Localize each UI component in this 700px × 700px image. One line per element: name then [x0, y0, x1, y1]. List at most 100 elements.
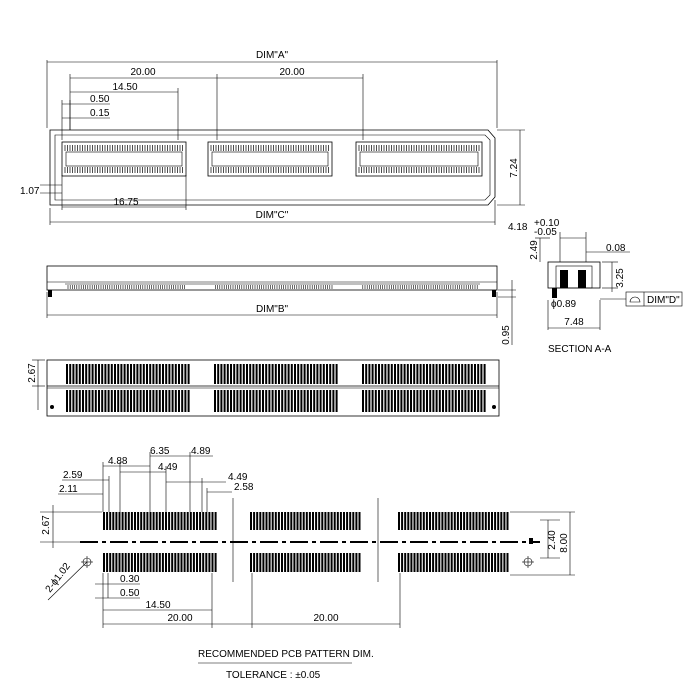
pcb-pad	[127, 553, 130, 572]
bottom-pin	[82, 364, 84, 384]
profile-surface-icon	[629, 296, 641, 303]
pcb-pad	[115, 553, 118, 572]
pcb-pad	[287, 553, 290, 572]
pcb-pad	[277, 512, 280, 530]
bottom-pin	[387, 390, 390, 412]
pcb-pad	[481, 553, 484, 572]
bottom-pin	[467, 390, 470, 412]
dim-7-24: 7.24	[509, 158, 520, 178]
bottom-pin	[246, 364, 248, 384]
bottom-pin	[306, 364, 309, 384]
pcb-pad	[429, 553, 431, 572]
pcb-pad	[281, 553, 283, 572]
pcb-pad	[453, 512, 456, 530]
section-contact-left	[560, 270, 568, 288]
bottom-pin	[117, 390, 120, 412]
pcb-pad	[472, 512, 475, 530]
pcb-dim-20-left: 20.00	[167, 613, 192, 624]
pcb-pad	[410, 553, 413, 572]
pcb-pad	[339, 553, 342, 572]
pcb-pad	[284, 553, 287, 572]
bottom-pin	[426, 364, 428, 384]
pcb-pad	[296, 553, 299, 572]
bottom-pin	[335, 364, 338, 384]
pcb-pad	[180, 512, 183, 530]
pcb-pad	[302, 512, 305, 530]
pcb-pad	[469, 553, 472, 572]
bottom-pin	[268, 390, 271, 412]
bottom-pin	[410, 364, 412, 384]
bottom-pin	[91, 390, 94, 412]
pcb-pad	[346, 553, 349, 572]
side-peg-left	[48, 290, 52, 297]
bottom-pin	[133, 364, 136, 384]
pcb-pad	[149, 512, 152, 530]
pcb-pad	[124, 512, 127, 530]
pcb-pad	[274, 512, 277, 530]
pcb-pad	[211, 512, 214, 530]
bottom-pin	[142, 364, 145, 384]
bottom-pin	[310, 390, 312, 412]
bottom-pin	[442, 390, 444, 412]
pcb-pad	[202, 512, 205, 530]
bottom-pin	[252, 364, 255, 384]
pcb-pad	[497, 553, 500, 572]
bottom-pin	[178, 390, 180, 412]
bottom-pin	[168, 390, 171, 412]
pcb-pad	[112, 512, 115, 530]
bottom-pin	[429, 390, 432, 412]
pcb-pad	[146, 553, 149, 572]
pcb-pad	[497, 512, 500, 530]
bottom-mark-right	[492, 405, 496, 409]
bottom-pin	[306, 390, 309, 412]
pcb-pad	[401, 512, 404, 530]
bottom-view: 2.67	[27, 359, 500, 417]
bottom-pin	[290, 390, 293, 412]
pcb-pad	[205, 553, 208, 572]
section-title: SECTION A-A	[548, 344, 612, 355]
bottom-pin	[271, 364, 274, 384]
pcb-dim-4-88: 4.88	[108, 456, 128, 467]
bottom-pin	[303, 390, 306, 412]
pcb-pad	[352, 512, 355, 530]
pcb-pad	[161, 553, 164, 572]
pcb-dim-4-89: 4.89	[191, 446, 211, 457]
pcb-pad	[174, 512, 177, 530]
pcb-pad	[118, 553, 121, 572]
section-tol-plus: +0.10	[534, 218, 560, 229]
bottom-pin	[435, 390, 438, 412]
section-a-a: 4.18 +0.10 -0.05 0.08 2.49 3.25 ϕ0.89 7.…	[508, 218, 683, 355]
pcb-pad	[503, 512, 506, 530]
bottom-pin	[332, 364, 335, 384]
pcb-pad	[491, 553, 493, 572]
pcb-pad	[177, 512, 180, 530]
bottom-mark-left	[50, 405, 54, 409]
bottom-pin	[294, 364, 296, 384]
bottom-pin	[322, 364, 325, 384]
bottom-pin	[174, 390, 177, 412]
bottom-pin	[451, 364, 454, 384]
pcb-pad	[290, 512, 293, 530]
bottom-pin	[94, 364, 97, 384]
bottom-pin	[230, 364, 232, 384]
pcb-pad	[284, 512, 287, 530]
pcb-pad	[336, 512, 339, 530]
slot-inner-1	[65, 151, 183, 167]
bottom-pin	[165, 364, 168, 384]
pcb-pad	[407, 512, 410, 530]
bottom-pin	[461, 364, 464, 384]
pcb-pad	[466, 553, 469, 572]
bottom-pin	[226, 364, 229, 384]
footer: RECOMMENDED PCB PATTERN DIM. TOLERANCE :…	[198, 649, 374, 681]
bottom-dim-2-67: 2.67	[27, 363, 38, 383]
pcb-pad	[189, 512, 192, 530]
bottom-pin	[326, 364, 328, 384]
bottom-pin	[429, 364, 432, 384]
pcb-pad	[140, 553, 143, 572]
bottom-pin	[390, 390, 393, 412]
bottom-pin	[107, 390, 110, 412]
bottom-pin	[470, 364, 473, 384]
bottom-pin	[184, 390, 187, 412]
pcb-pad	[130, 553, 133, 572]
bottom-pin	[300, 364, 303, 384]
